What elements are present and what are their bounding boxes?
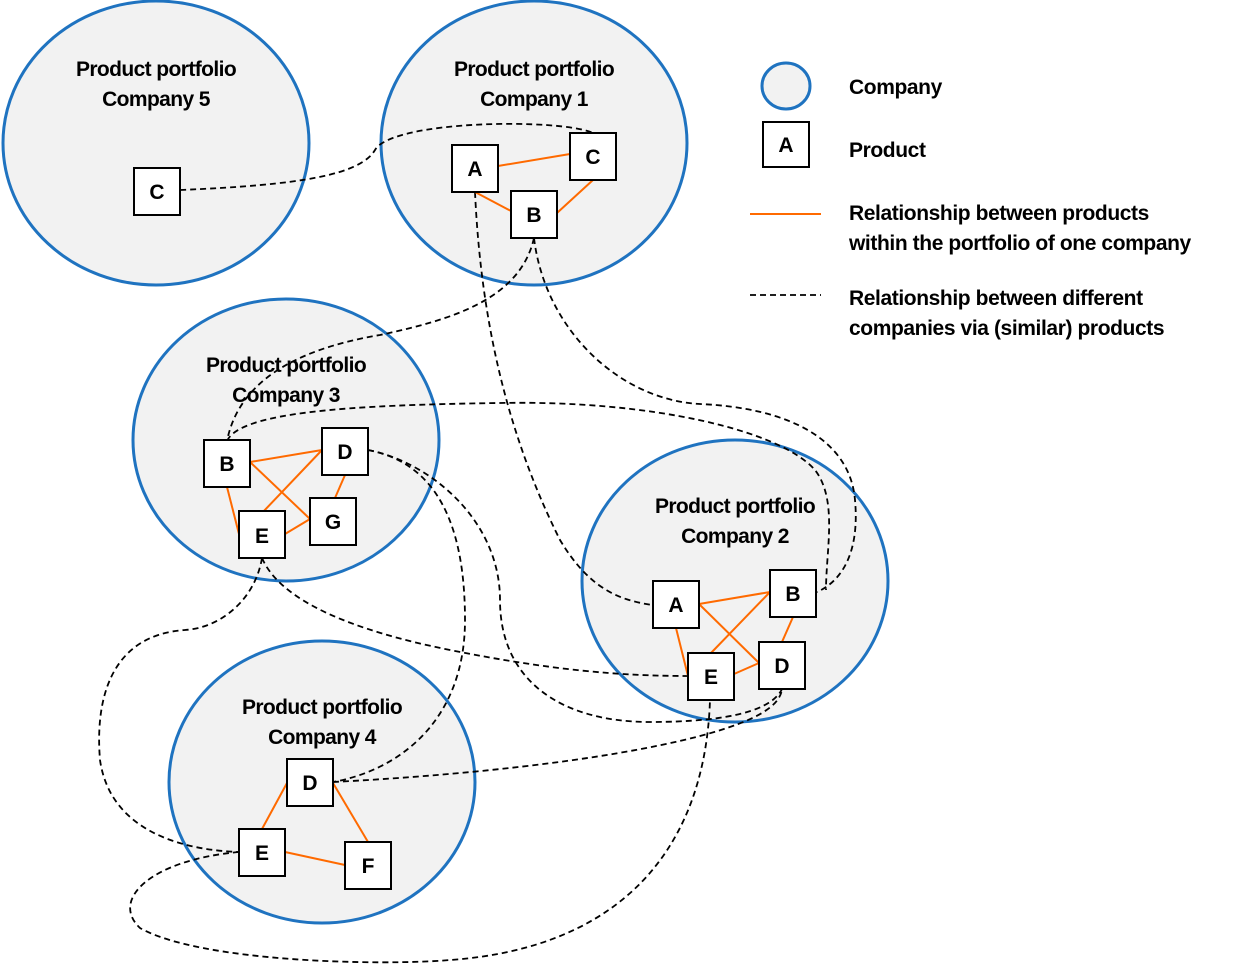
product-label: D [302,772,317,795]
product-label: C [585,146,600,169]
product-c4-D: D [286,758,334,807]
product-c1-A: A [451,144,499,193]
company-1: Product portfolio Company 1 [379,0,689,287]
company-name: Company 1 [480,88,589,111]
product-label: D [774,655,789,678]
legend-between-label-2: companies via (similar) products [849,317,1164,340]
relation-c3D-c2D [367,449,783,723]
relation-c3E-c2E [261,557,689,677]
company-5: Product portfolio Company 5 [1,0,311,287]
company-2: Product portfolio Company 2 [580,438,890,724]
product-label: A [467,158,482,181]
product-c5-C: C [133,167,181,216]
relation-c2-B-D [781,616,794,643]
legend-product-label: Product [849,139,926,162]
relation-c2-A-B [698,591,771,605]
product-c1-C: C [569,132,617,181]
relation-c3-B-G [249,461,311,520]
product-label: B [219,453,234,476]
company-circle [580,438,890,724]
legend-between-label-1: Relationship between different [849,287,1143,310]
product-label: E [704,666,718,689]
relation-c3D-c4D [332,449,466,783]
product-label: C [149,181,164,204]
product-c1-B: B [510,190,558,239]
product-label: E [255,842,269,865]
relation-c2-A-E [675,627,689,677]
relation-c3-B-D [249,449,323,463]
legend-within-label-1: Relationship between products [849,202,1149,225]
relation-c3-D-E [261,449,323,514]
product-c4-F: F [344,841,392,890]
within-company-relations [226,153,794,866]
company-name: Company 4 [268,726,377,749]
legend-product-sample: A [778,134,793,157]
product-label: A [668,594,683,617]
relation-c1-A-C [497,153,571,167]
product-label: B [526,204,541,227]
product-c3-B: B [203,439,251,488]
product-label: E [255,525,269,548]
product-c2-B: B [769,569,817,618]
relation-c2-E-D [733,662,760,675]
product-label: D [337,441,352,464]
company-name: Company 2 [681,525,789,548]
relation-c3-B-E [226,486,240,535]
product-label: B [785,583,800,606]
between-company-relations [98,122,857,964]
product-c4-E: E [238,828,286,877]
legend-company-label: Company [849,76,943,99]
relation-c4-D-F [332,782,369,843]
relation-c3B-c2B [226,401,831,591]
products: C A C B B D G E A B D E D E F [133,132,817,890]
relation-c4D-c2D [332,688,783,783]
product-c2-E: E [687,652,735,701]
product-c3-G: G [309,497,357,546]
company-title: Product portfolio [655,495,815,518]
product-c3-E: E [238,510,286,559]
product-c2-D: D [758,641,806,690]
relation-c4-E-F [284,851,346,866]
company-3: Product portfolio Company 3 [131,297,441,583]
relation-c5C-c1C [179,122,594,191]
relation-c1-A-B [474,191,512,212]
legend: Company A Product Relationship between p… [750,61,1192,340]
legend-company-icon [760,61,812,111]
company-name: Company 5 [102,88,211,111]
product-label: F [362,855,375,878]
company-name: Company 3 [232,384,340,407]
relation-c1-B-C [556,179,594,214]
relation-c3-E-G [284,518,311,535]
legend-within-label-2: within the portfolio of one company [848,232,1192,255]
relation-c1B-c3B [226,237,535,442]
relation-c4E-c2E [129,699,711,964]
relation-c1B-c2B [533,237,857,593]
company-title: Product portfolio [76,58,236,81]
company-title: Product portfolio [454,58,614,81]
legend-product-icon [762,121,810,168]
product-c3-D: D [321,427,369,476]
relation-c1A-c2A [474,191,653,606]
company-title: Product portfolio [242,696,402,719]
company-circle [131,297,441,583]
relation-c3-D-G [334,474,346,499]
relation-c4-D-E [261,782,288,830]
company-circle [1,0,311,287]
relation-c2-B-E [710,591,771,654]
product-c2-A: A [652,580,700,629]
product-label: G [325,511,341,534]
